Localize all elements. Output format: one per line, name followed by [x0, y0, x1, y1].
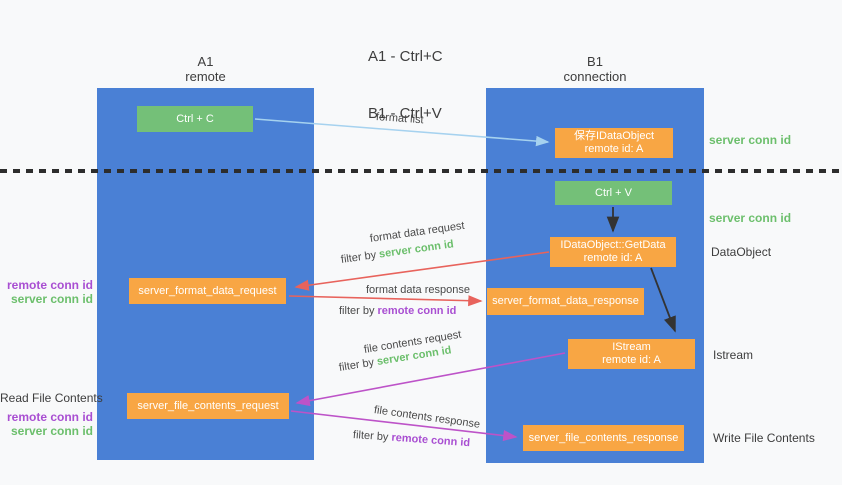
label-filter-by-remote-conn-id-2: filter by remote conn id: [353, 429, 471, 449]
lifeline-a1-subtitle: remote: [185, 69, 226, 84]
side-label-server-conn-id-left-mid: server conn id: [10, 292, 93, 306]
node-ctrl-c-label: Ctrl + C: [176, 112, 214, 125]
label-file-contents-response: file contents response: [373, 404, 481, 431]
remote-conn-id-text: remote conn id: [377, 305, 457, 317]
node-istream-line2: remote id: A: [602, 354, 661, 366]
node-server-file-contents-request: server_file_contents_request: [127, 393, 289, 419]
lifeline-a1-title: A1: [197, 54, 214, 69]
lifeline-b1-subtitle: connection: [563, 69, 627, 84]
node-format-request-label: server_format_data_request: [138, 284, 277, 297]
node-getdata-line1: IDataObject::GetData: [560, 239, 666, 251]
node-istream-line1: IStream: [612, 341, 651, 353]
filter-by-text: filter by: [339, 305, 378, 317]
side-label-istream: Istream: [713, 348, 754, 362]
side-label-server-conn-id-mid: server conn id: [709, 211, 792, 225]
node-server-format-data-response: server_format_data_response: [487, 288, 644, 315]
lifeline-b1-title: B1: [587, 54, 603, 69]
side-label-remote-conn-id-bottom: remote conn id: [6, 410, 93, 424]
node-getdata-line2: remote id: A: [583, 252, 643, 264]
node-server-file-contents-response: server_file_contents_response: [523, 425, 684, 451]
filter-by-text: filter by: [340, 248, 380, 266]
title-line-1: A1 - Ctrl+C: [368, 48, 443, 65]
side-label-read-file-contents: Read File Contents: [0, 391, 103, 405]
diagram-title: A1 - Ctrl+C B1 - Ctrl+V: [368, 9, 443, 161]
node-server-format-data-request: server_format_data_request: [129, 278, 286, 304]
node-ctrl-v-label: Ctrl + V: [595, 186, 632, 199]
side-label-server-conn-id-top: server conn id: [709, 133, 792, 147]
side-label-server-conn-id-left-bottom: server conn id: [10, 424, 93, 438]
node-format-response-label: server_format_data_response: [492, 295, 639, 307]
label-format-data-response: format data response: [366, 284, 470, 296]
filter-by-text: filter by: [352, 429, 392, 444]
node-idataobject-getdata: IDataObject::GetData remote id: A: [550, 237, 676, 267]
node-file-request-label: server_file_contents_request: [137, 399, 279, 412]
node-istream: IStream remote id: A: [568, 339, 695, 369]
arrow-format-data-response: [288, 295, 483, 307]
lifeline-header-a1: A1 remote: [97, 54, 314, 84]
side-label-remote-conn-id-mid: remote conn id: [6, 278, 93, 292]
node-save-idataobject: 保存IDataObject remote id: A: [555, 128, 673, 158]
title-line-2: B1 - Ctrl+V: [368, 105, 442, 122]
lifeline-header-b1: B1 connection: [486, 54, 704, 84]
side-label-dataobject: DataObject: [711, 245, 772, 259]
label-filter-by-server-conn-id-1: filter by server conn id: [340, 238, 454, 266]
filter-by-text: filter by: [338, 356, 378, 374]
node-file-response-label: server_file_contents_response: [528, 431, 679, 444]
node-save-idataobject-line2: remote id: A: [584, 143, 644, 155]
node-ctrl-v: Ctrl + V: [555, 181, 672, 205]
node-ctrl-c: Ctrl + C: [137, 106, 253, 132]
phase-separator-dotted-line: [0, 169, 842, 173]
side-label-conn-ids-mid: remote conn id server conn id: [0, 278, 93, 306]
label-filter-by-remote-conn-id-1: filter by remote conn id: [339, 305, 456, 317]
side-label-write-file-contents: Write File Contents: [713, 431, 815, 445]
node-save-idataobject-line1: 保存IDataObject: [573, 130, 655, 142]
side-label-conn-ids-bottom: remote conn id server conn id: [0, 410, 93, 438]
remote-conn-id-text: remote conn id: [391, 431, 471, 450]
